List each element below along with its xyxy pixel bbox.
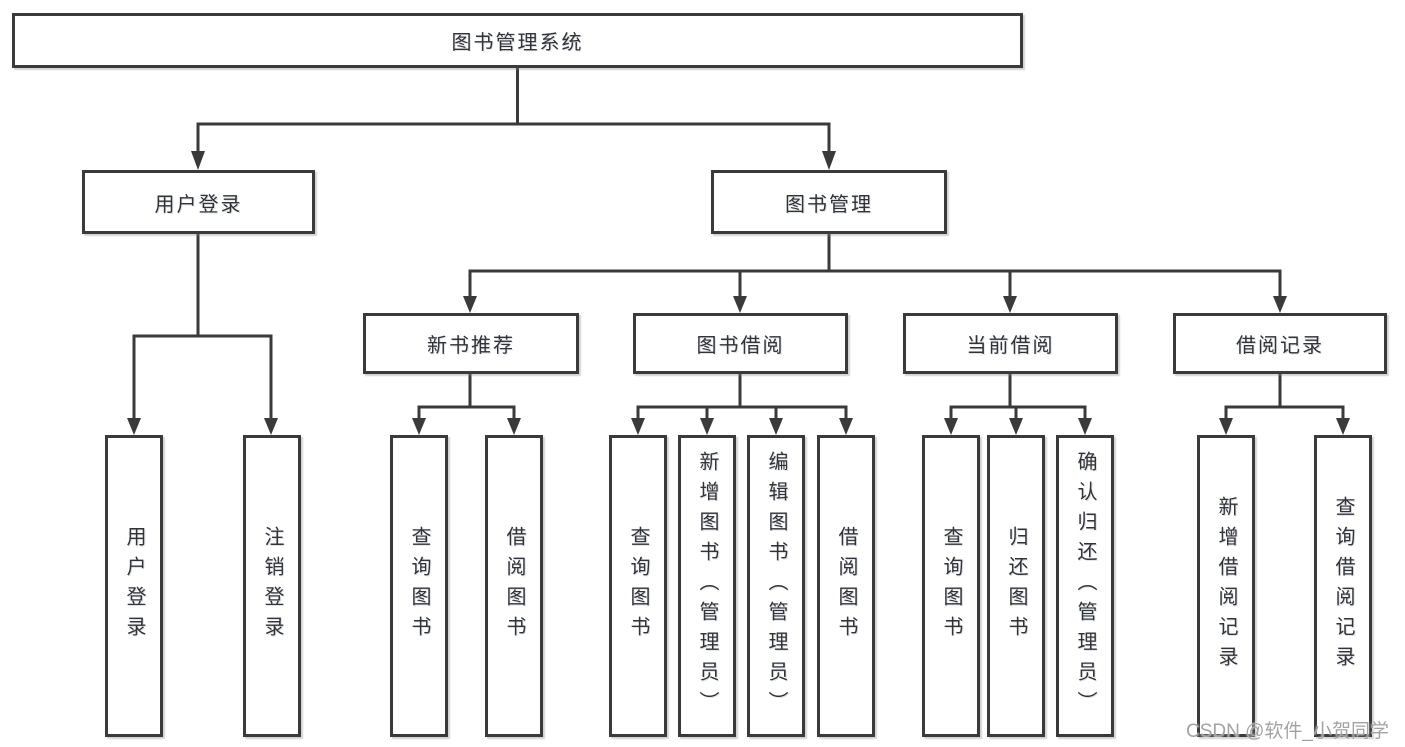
leaf-query-book-current-label: 查询图书 bbox=[940, 526, 962, 646]
leaf-logout-label: 注销登录 bbox=[261, 526, 283, 646]
leaf-query-borrow-record: 查询借阅记录 bbox=[1314, 435, 1372, 737]
node-current-borrow: 当前借阅 bbox=[903, 313, 1118, 374]
leaf-borrow-book-recommend-label: 借阅图书 bbox=[503, 526, 525, 646]
leaf-edit-book-admin-label: 编辑图书（管理员） bbox=[765, 451, 787, 721]
node-library-system: 图书管理系统 bbox=[12, 13, 1023, 68]
leaf-query-book-recommend-label: 查询图书 bbox=[408, 526, 430, 646]
node-current-borrow-label: 当前借阅 bbox=[966, 335, 1055, 357]
leaf-borrow-book: 借阅图书 bbox=[817, 435, 875, 737]
leaf-logout: 注销登录 bbox=[243, 435, 301, 737]
leaf-return-book-label: 归还图书 bbox=[1005, 526, 1027, 646]
node-new-book-recommend-label: 新书推荐 bbox=[427, 335, 515, 357]
node-borrow-records-label: 借阅记录 bbox=[1236, 335, 1324, 357]
leaf-confirm-return-admin-label: 确认归还（管理员） bbox=[1074, 451, 1096, 721]
leaf-add-borrow-record-label: 新增借阅记录 bbox=[1215, 496, 1237, 676]
node-book-borrow: 图书借阅 bbox=[633, 313, 848, 374]
leaf-add-book-admin: 新增图书（管理员） bbox=[678, 435, 736, 737]
leaf-user-login-label: 用户登录 bbox=[123, 526, 145, 646]
node-new-book-recommend: 新书推荐 bbox=[363, 313, 579, 374]
node-user-login-label: 用户登录 bbox=[154, 193, 243, 216]
leaf-borrow-book-label: 借阅图书 bbox=[835, 526, 857, 646]
leaf-add-book-admin-label: 新增图书（管理员） bbox=[696, 451, 718, 721]
leaf-borrow-book-recommend: 借阅图书 bbox=[485, 435, 543, 737]
node-borrow-records: 借阅记录 bbox=[1173, 313, 1387, 374]
leaf-query-book-borrow-label: 查询图书 bbox=[627, 526, 649, 646]
leaf-query-borrow-record-label: 查询借阅记录 bbox=[1332, 496, 1354, 676]
leaf-add-borrow-record: 新增借阅记录 bbox=[1197, 435, 1255, 737]
node-book-management: 图书管理 bbox=[711, 170, 947, 234]
leaf-query-book-recommend: 查询图书 bbox=[390, 435, 448, 737]
leaf-query-book-borrow: 查询图书 bbox=[609, 435, 667, 737]
leaf-user-login: 用户登录 bbox=[105, 435, 163, 737]
leaf-return-book: 归还图书 bbox=[987, 435, 1045, 737]
leaf-query-book-current: 查询图书 bbox=[922, 435, 980, 737]
watermark: CSDN @软件_小贺同学 bbox=[1186, 721, 1389, 742]
node-book-borrow-label: 图书借阅 bbox=[696, 335, 785, 357]
leaf-confirm-return-admin: 确认归还（管理员） bbox=[1056, 435, 1114, 737]
node-book-management-label: 图书管理 bbox=[785, 193, 873, 216]
node-library-system-label: 图书管理系统 bbox=[451, 32, 584, 54]
node-user-login: 用户登录 bbox=[82, 170, 315, 234]
leaf-edit-book-admin: 编辑图书（管理员） bbox=[747, 435, 805, 737]
